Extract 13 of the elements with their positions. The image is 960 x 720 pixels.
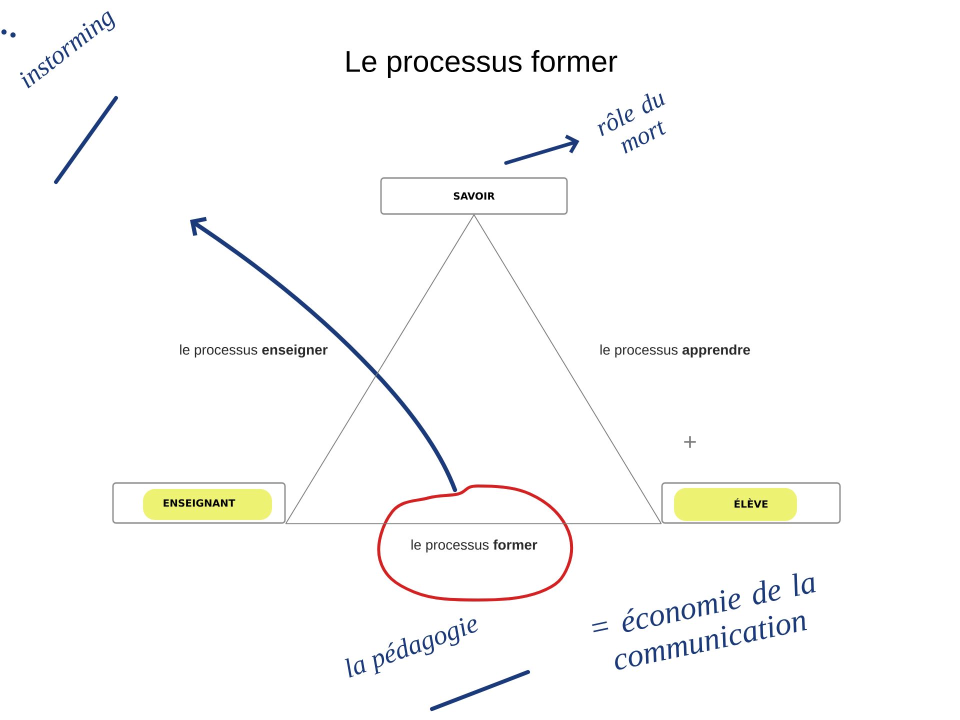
triangle-side: [285, 523, 662, 524]
edge-label: le processus apprendre: [598, 342, 752, 360]
triangle-side: [285, 214, 474, 524]
edge-label: le processus enseigner: [177, 342, 330, 360]
vertex-box: SAVOIR: [380, 177, 568, 215]
vertex-box: ÉLÈVE: [661, 482, 841, 524]
handwritten-arrow: [504, 134, 580, 165]
plus-sign: +: [684, 436, 696, 448]
vertex-box: ENSEIGNANT: [112, 482, 286, 524]
triangle-side: [474, 214, 662, 524]
title: Le processus former: [346, 50, 618, 78]
edge-label: le processus former: [408, 537, 540, 555]
handwritten-note: rôle du mort: [597, 93, 666, 154]
